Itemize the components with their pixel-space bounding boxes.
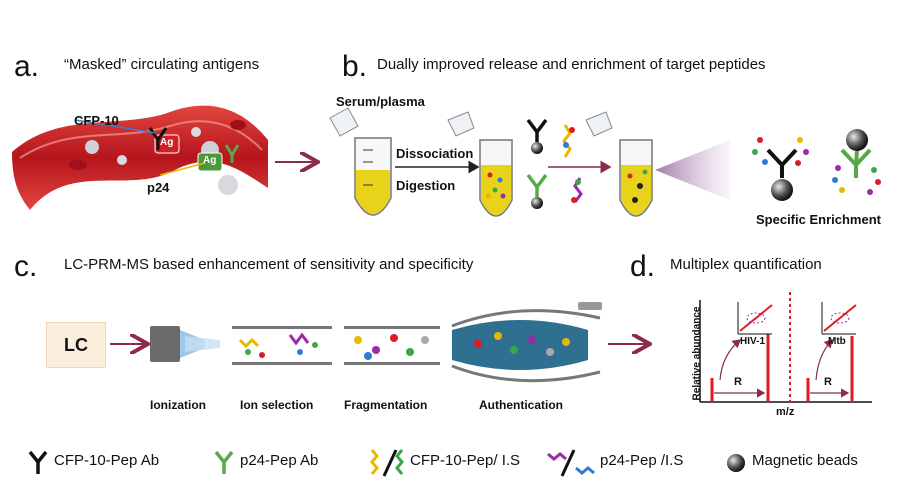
spray-cone	[655, 140, 730, 200]
legend-cfp10-ab: CFP-10-Pep Ab	[54, 452, 160, 469]
x-axis-label: m/z	[776, 406, 795, 418]
ion-selection-channel	[232, 326, 332, 365]
enriched-complexes	[752, 129, 881, 201]
authentication-label: Authentication	[479, 398, 563, 412]
panel-a-title: “Masked” circulating antigens	[64, 56, 260, 73]
ag-label-2: Ag	[203, 155, 217, 166]
specific-enrichment-label: Specific Enrichment	[756, 212, 881, 227]
inset-mtb-label: Mtb	[828, 336, 846, 347]
dissociation-label: Dissociation	[396, 146, 474, 161]
ion-selection-label: Ion selection	[240, 398, 314, 412]
cfp10-antibody-icon	[28, 450, 48, 474]
p24-peptide-icon	[547, 449, 595, 477]
p24-label: p24	[147, 180, 170, 195]
y-axis-label: Relative abundance	[691, 306, 703, 401]
inset-hiv-label: HIV-1	[740, 336, 766, 347]
digested-tube	[447, 111, 513, 217]
ionization-nozzle	[150, 326, 220, 362]
cfp10-peptide-icon	[370, 449, 404, 477]
panel-d-letter: d.	[630, 250, 656, 283]
multiplex-chart	[699, 292, 872, 403]
r-label-2: R	[824, 376, 832, 388]
magnetic-bead-icon	[727, 454, 745, 472]
panel-b-title: Dually improved release and enrichment o…	[377, 56, 766, 73]
legend-magnetic-beads: Magnetic beads	[752, 452, 858, 469]
legend-p24-pep: p24-Pep /I.S	[600, 452, 684, 469]
legend-cfp10-pep: CFP-10-Pep/ I.S	[410, 452, 521, 469]
authentication-analyzer	[451, 302, 602, 383]
serum-tube	[329, 107, 392, 216]
ag-label-1: Ag	[160, 137, 174, 148]
lc-box: LC	[46, 322, 106, 368]
cfp10-label: CFP-10	[74, 113, 119, 128]
fragmentation-channel	[344, 326, 440, 365]
ionization-label: Ionization	[150, 398, 206, 412]
panel-d-title: Multiplex quantification	[670, 256, 822, 273]
legend-p24-ab: p24-Pep Ab	[240, 452, 319, 469]
blood-vessel-illustration	[12, 105, 268, 210]
p24-antibody-icon	[214, 450, 234, 474]
panel-c-letter: c.	[14, 250, 38, 283]
fragmentation-label: Fragmentation	[344, 398, 428, 412]
panel-a-letter: a.	[14, 50, 40, 83]
panel-c-title: LC-PRM-MS based enhancement of sensitivi…	[64, 256, 474, 273]
legend-icons	[28, 449, 745, 477]
serum-plasma-label: Serum/plasma	[336, 94, 425, 109]
digestion-label: Digestion	[396, 178, 456, 193]
antibody-bead-group	[526, 118, 583, 209]
enrichment-tube	[585, 111, 653, 217]
panel-b-letter: b.	[342, 50, 368, 83]
r-label-1: R	[734, 376, 742, 388]
